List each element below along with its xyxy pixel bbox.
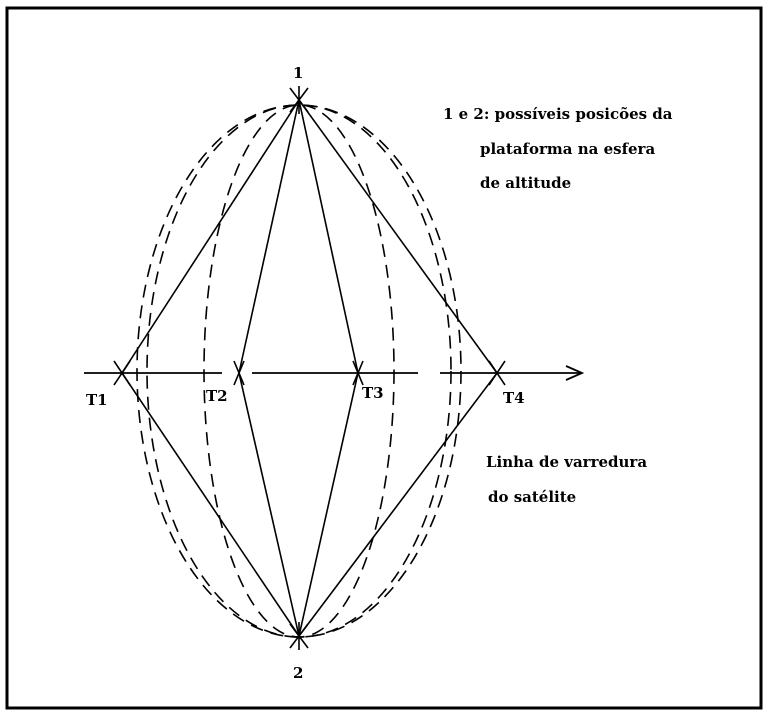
line-1-t1 bbox=[121, 99, 300, 374]
scan-line-caption-line-2: do satélite bbox=[488, 488, 576, 506]
figure-frame bbox=[5, 6, 763, 710]
ellipse-outer bbox=[136, 104, 462, 638]
dashed-ellipses bbox=[136, 104, 462, 638]
line-1-t4 bbox=[298, 99, 498, 374]
legend-line-2: plataforma na esfera bbox=[480, 140, 655, 158]
target-label-t3: T3 bbox=[362, 384, 384, 402]
solid-lines-pos1 bbox=[121, 99, 498, 374]
target-label-t1: T1 bbox=[86, 391, 108, 409]
line-1-t3 bbox=[298, 99, 359, 374]
legend-line-3: de altitude bbox=[480, 174, 571, 192]
position-label-2: 2 bbox=[293, 664, 303, 682]
target-label-t2: T2 bbox=[206, 387, 228, 405]
position-mark-1 bbox=[289, 86, 309, 114]
scan-line-arrowhead bbox=[565, 365, 585, 381]
line-2-t1 bbox=[121, 372, 300, 637]
line-1-t2 bbox=[238, 99, 300, 374]
target-label-t4: T4 bbox=[503, 389, 525, 407]
legend-line-1: 1 e 2: possíveis posicões da bbox=[443, 105, 673, 123]
ellipse-middle bbox=[203, 104, 395, 638]
legend: 1 e 2: possíveis posicões da plataforma … bbox=[443, 105, 673, 192]
target-mark-t2 bbox=[233, 360, 245, 386]
line-2-t2 bbox=[238, 372, 300, 637]
ellipse-inner bbox=[146, 104, 452, 638]
line-2-t3 bbox=[298, 372, 359, 637]
position-mark-2 bbox=[289, 622, 309, 650]
target-marks bbox=[113, 360, 506, 386]
position-label-1: 1 bbox=[293, 64, 303, 82]
solid-lines-pos2 bbox=[121, 372, 498, 637]
scan-line-caption: Linha de varredura do satélite bbox=[486, 453, 647, 506]
position-marks bbox=[289, 86, 309, 650]
scan-line bbox=[84, 365, 585, 381]
target-mark-t4 bbox=[488, 360, 506, 386]
scan-line-caption-line-1: Linha de varredura bbox=[486, 453, 647, 471]
line-2-t4 bbox=[298, 372, 498, 637]
target-mark-t1 bbox=[113, 360, 131, 386]
target-mark-t3 bbox=[352, 360, 364, 386]
